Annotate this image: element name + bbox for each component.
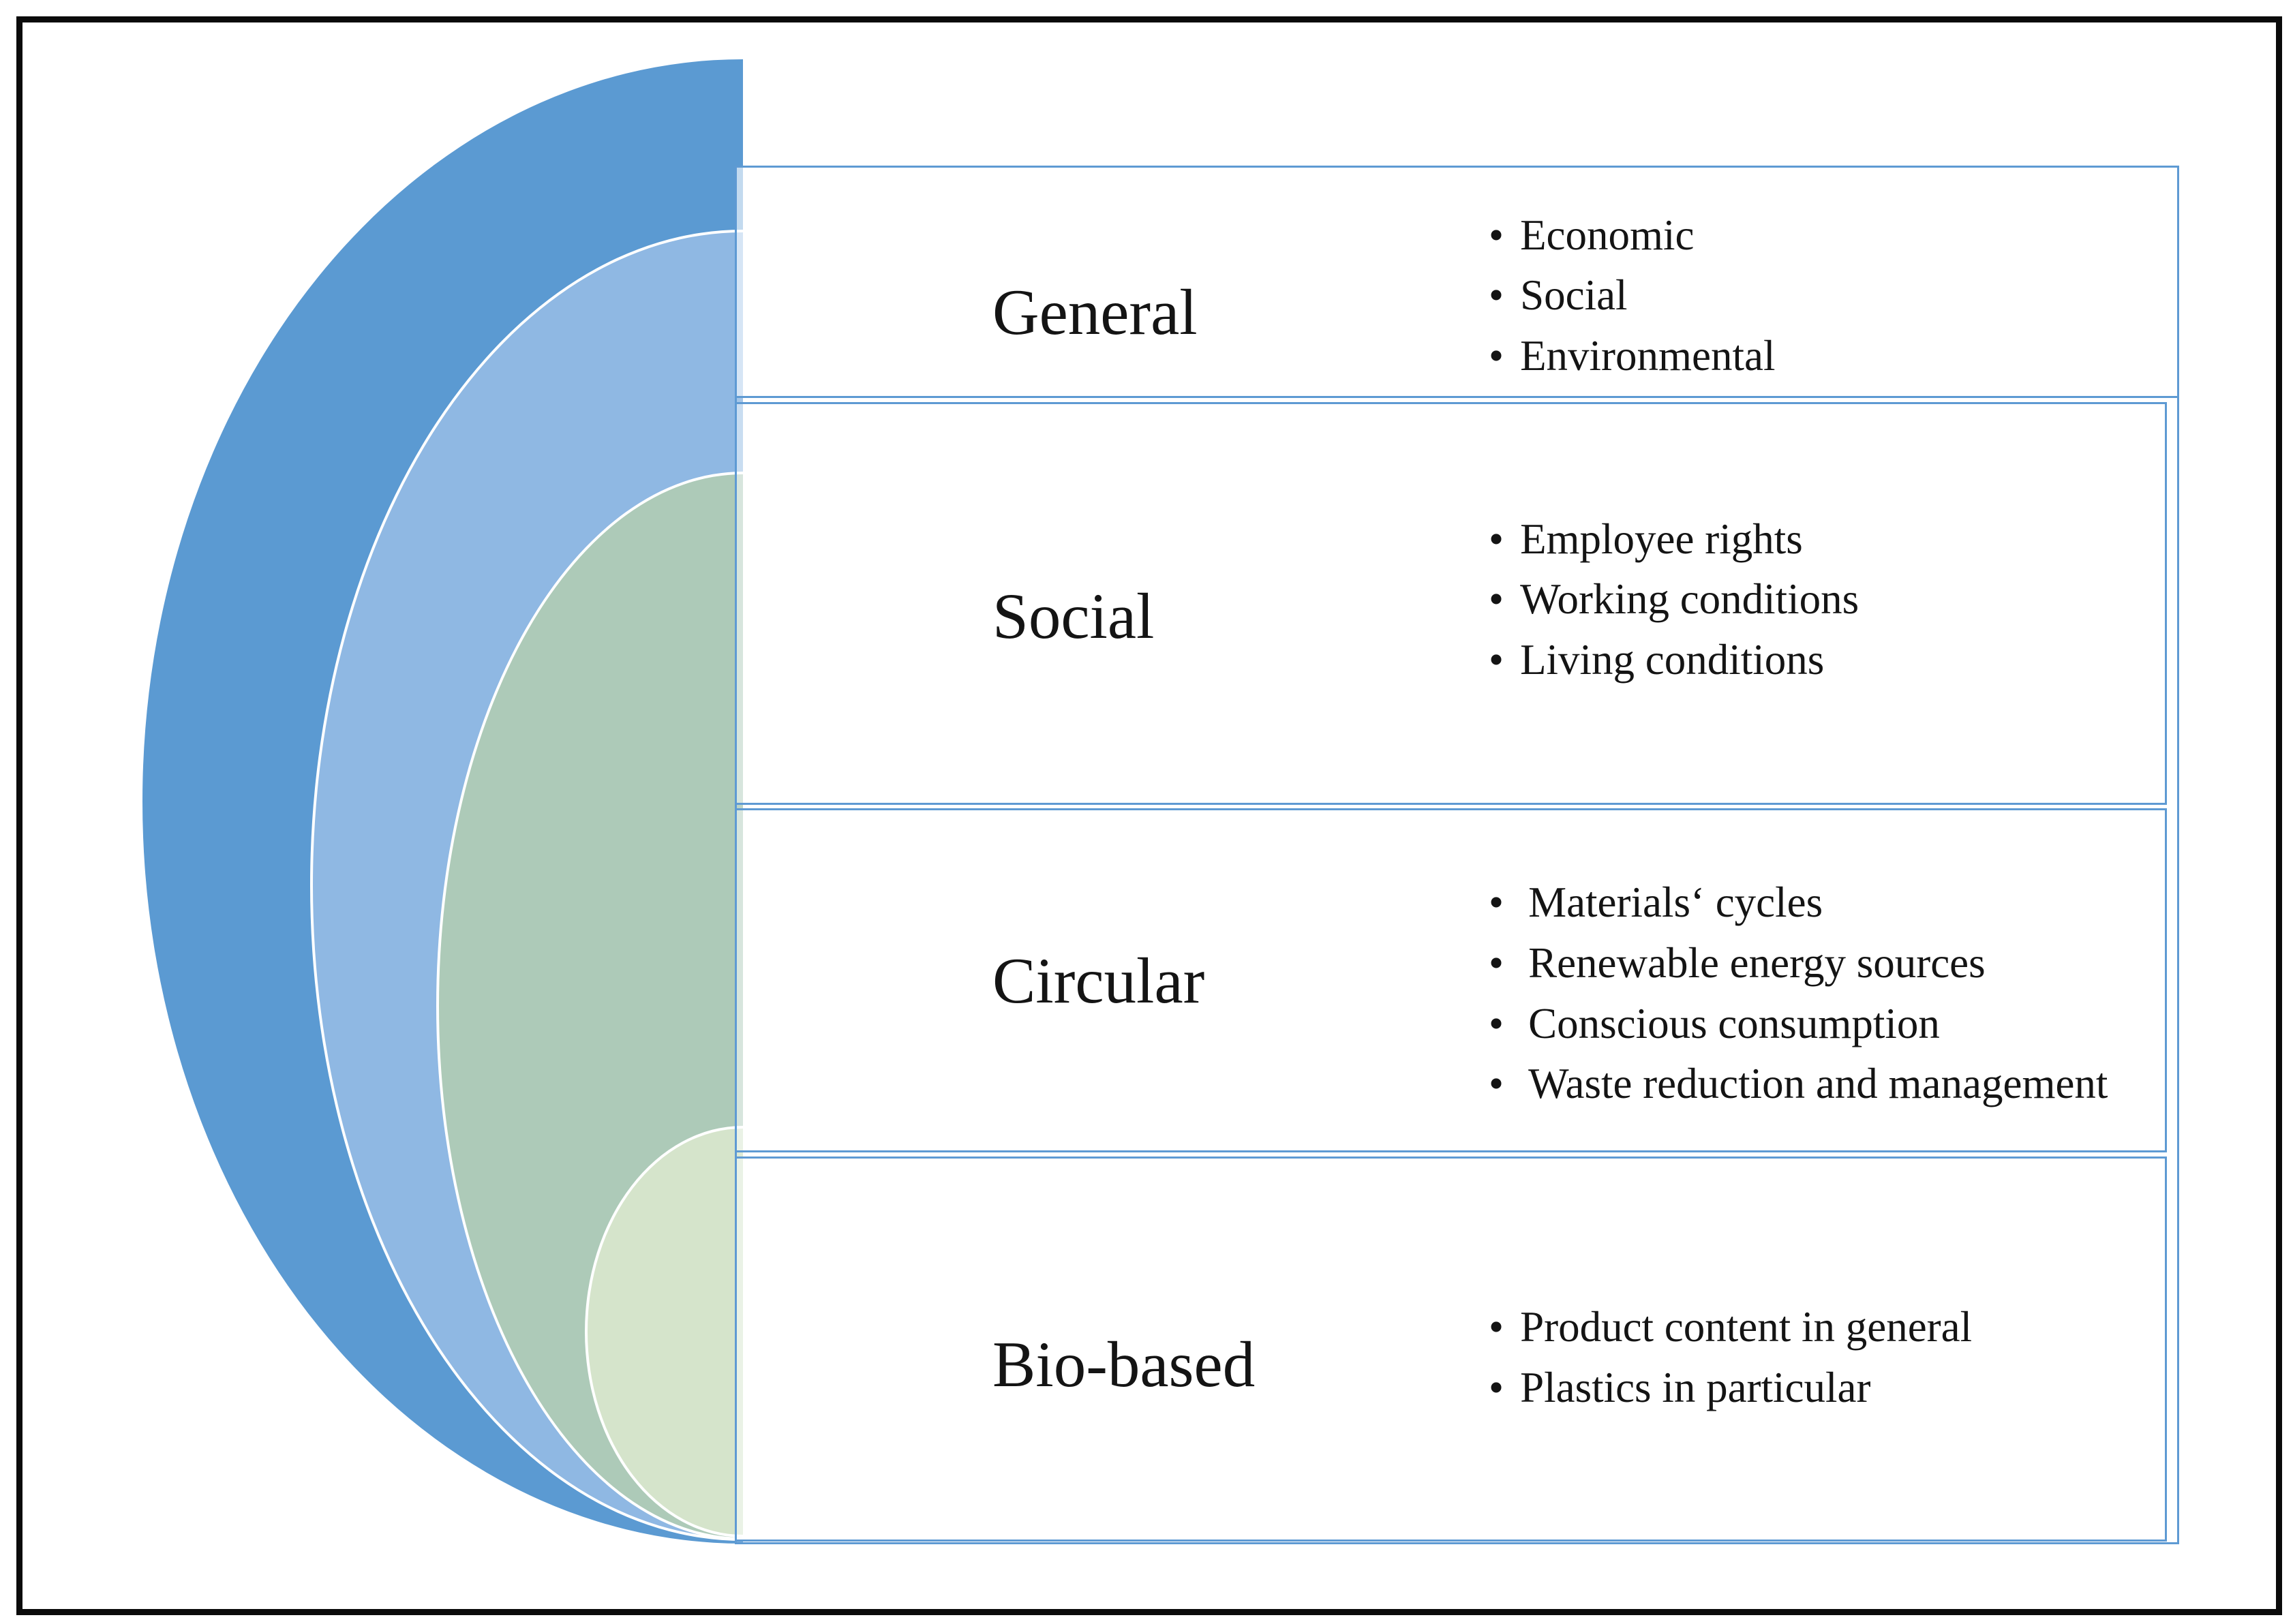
general-box [735,166,2179,398]
list-item: • Environmental [1489,332,1775,380]
section-general: General • Economic • Social • Environmental [735,166,2167,398]
bullet-text: Plastics in particular [1520,1363,1871,1411]
bullet-list: • Economic • Social • Environmental [1489,179,1775,412]
bullet-text: Renewable energy sources [1528,938,1986,987]
bullet-marker: • [1489,999,1504,1047]
list-item: • Plastics in particular [1489,1364,1972,1412]
list-item: • Economic [1489,211,1775,260]
bullet-marker: • [1489,575,1504,624]
bio-based-box [735,1156,2167,1542]
bullet-marker: • [1489,1060,1504,1108]
bullet-list: • Employee rights • Working conditions • Li… [1489,398,1859,801]
bullet-text: Product content in general [1520,1302,1973,1351]
bullet-text: Materials‘ cycles [1528,878,1823,927]
list-item: • Working conditions [1489,575,1859,624]
bullet-marker: • [1489,1302,1504,1351]
section-label: Circular [992,944,1205,1017]
bullet-marker: • [1489,331,1504,380]
list-item: • Waste reduction and management [1489,1060,2108,1108]
social-box [735,402,2167,805]
list-item: • Social [1489,271,1775,320]
list-item: • Materials‘ cycles [1489,878,2108,927]
list-item: • Renewable energy sources [1489,939,2108,987]
list-item: • Living conditions [1489,636,1859,684]
bullet-text: Conscious consumption [1528,999,1940,1047]
bullet-text: Living conditions [1520,635,1825,684]
section-circular: Circular • Materials‘ cycles • Renewable e… [735,808,2167,1152]
section-label: Social [992,579,1155,652]
bullet-list: • Product content in general • Plastics in… [1489,1165,1972,1550]
bullet-marker: • [1489,211,1504,259]
list-item: • Conscious consumption [1489,1000,2108,1048]
section-social: Social • Employee rights • Working conditi… [735,402,2167,805]
bullet-marker: • [1489,938,1504,987]
bullet-text: Environmental [1520,331,1776,380]
list-item: • Product content in general [1489,1303,1972,1351]
section-bio-based: Bio-based • Product content in general • P… [735,1156,2167,1542]
bullet-text: Social [1520,271,1628,320]
bullet-marker: • [1489,515,1504,563]
section-label: Bio-based [992,1328,1256,1400]
section-label: General [992,275,1198,348]
bullet-marker: • [1489,635,1504,684]
bullet-marker: • [1489,1363,1504,1411]
list-item: • Employee rights [1489,515,1859,564]
bullet-list: • Materials‘ cycles • Renewable energy sou… [1489,821,2108,1165]
bullet-marker: • [1489,271,1504,320]
bullet-text: Employee rights [1520,515,1803,563]
bullet-text: Waste reduction and management [1528,1060,2108,1108]
bullet-marker: • [1489,878,1504,927]
bullet-text: Economic [1520,211,1695,259]
circular-box [735,808,2167,1152]
nested-arcs [0,0,743,1624]
bullet-text: Working conditions [1520,575,1859,624]
figure-border [16,16,2282,1615]
